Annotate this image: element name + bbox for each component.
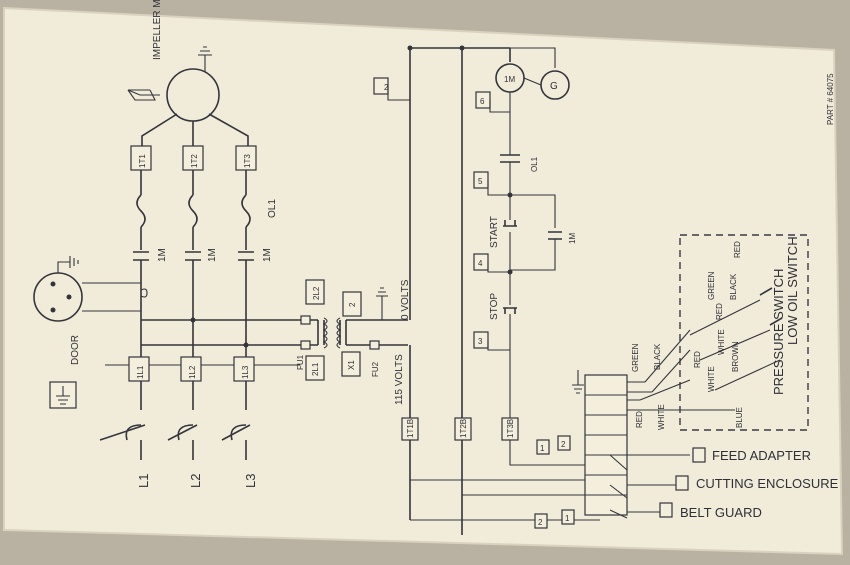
line-terminal-1L3: 1L3 (241, 365, 250, 379)
stop-label: STOP (489, 293, 500, 320)
sb-wire-green: GREEN (707, 271, 716, 300)
belt-guard-label: BELT GUARD (680, 505, 762, 520)
pilot-label: G (550, 81, 558, 92)
disconnect-arcs (125, 424, 247, 441)
cutting-enclosure-label: CUTTING ENCLOSURE (696, 476, 839, 491)
door-ground-icon (57, 256, 79, 273)
overload-label: OL1 (267, 199, 278, 218)
tx-terminal-2: 2 (348, 302, 357, 307)
int-terminal-1a: 1 (540, 444, 545, 453)
int-terminal-2b: 2 (538, 518, 543, 527)
strip-wire-green: GREEN (631, 343, 640, 372)
ground-icon (56, 386, 70, 405)
oil-pressure-switch-box: LOW OIL SWITCH PRESSURE SWITCH RED GREEN… (679, 234, 809, 431)
strip-wire-black: BLACK (653, 343, 662, 370)
belt-guard-switch (659, 502, 673, 518)
sb-wire-red: RED (693, 351, 702, 368)
terminal-strip (572, 370, 690, 519)
motor-label-1: IMPELLER MOTOR (152, 0, 163, 60)
overload-heater-3 (241, 194, 251, 228)
fuse-label-FU1: FU1 (296, 354, 305, 370)
wire-tag-2: 2 (384, 83, 389, 92)
line-label-L3: L3 (243, 474, 258, 488)
int-terminal-1b: 1 (565, 514, 570, 523)
sb-wire-white: WHITE (707, 366, 716, 392)
aux-label: 1M (568, 233, 577, 244)
contactor-label-2: 1M (207, 248, 218, 262)
lead-tag-1T1: 1T1 (138, 154, 147, 168)
door-label: DOOR (70, 335, 81, 365)
contactor-label-3: 1M (262, 248, 273, 262)
bottom-tag-2: 1T2B (459, 419, 468, 438)
sb-wire-white-2: WHITE (717, 329, 726, 355)
low-oil-label: LOW OIL SWITCH (785, 236, 800, 345)
control-transformer: 2L2 2L1 2 X1 FU1 FU2 0 VOLTS 115 VOLTS (296, 279, 411, 405)
tx-terminal-2L2: 2L2 (312, 286, 321, 300)
sb-wire-black: BLACK (729, 273, 738, 300)
volts-low-label: 0 VOLTS (400, 279, 411, 320)
overload-heater-1 (136, 194, 146, 228)
motor-ground-icon (198, 46, 212, 72)
line-terminal-1L1: 1L1 (136, 365, 145, 379)
sb-wire-red-2: RED (733, 241, 742, 258)
bottom-tag-3: 1T3B (506, 419, 515, 438)
strip-ground-icon (572, 370, 584, 394)
start-label: START (489, 216, 500, 248)
contactor-label-1: 1M (157, 248, 168, 262)
wire-tag-5: 5 (478, 177, 483, 186)
diagram-panel (3, 6, 844, 556)
bottom-tag-1: 1T1B (406, 419, 415, 438)
tx-terminal-X1: X1 (347, 360, 356, 370)
strip-wire-red: RED (635, 411, 644, 428)
transformer-ground-icon (376, 287, 388, 320)
start-button (503, 220, 517, 227)
wire-tag-3: 3 (478, 337, 483, 346)
strip-wire-white: WHITE (657, 404, 666, 430)
int-terminal-2a: 2 (561, 440, 566, 449)
coil-label: 1M (504, 75, 515, 84)
control-overload-label: OL1 (530, 156, 539, 172)
sb-wire-red-3: RED (715, 303, 724, 320)
sb-wire-brown: BROWN (731, 341, 740, 372)
volts-high-label: 115 VOLTS (394, 354, 405, 405)
sb-wire-blue: BLUE (735, 407, 744, 428)
feed-adapter-switch (692, 447, 706, 463)
line-terminal-1L2: 1L2 (188, 365, 197, 379)
pressure-label: PRESSURE SWITCH (771, 269, 786, 395)
stop-button (503, 307, 517, 314)
tx-terminal-2L1: 2L1 (311, 362, 320, 376)
feed-adapter-label: FEED ADAPTER (712, 448, 811, 463)
line-label-L2: L2 (188, 474, 203, 488)
door-switch: DOOR (33, 256, 148, 365)
line-label-L1: L1 (136, 474, 151, 488)
overload-heater-2 (188, 194, 198, 228)
wire-tag-6: 6 (480, 97, 485, 106)
wire-tag-4: 4 (478, 259, 483, 268)
lead-tag-1T2: 1T2 (190, 154, 199, 168)
lead-tag-1T3: 1T3 (243, 154, 252, 168)
fuse-label-FU2: FU2 (371, 361, 380, 377)
cutting-enclosure-switch (675, 475, 689, 491)
part-number: PART # 64075 (826, 73, 835, 125)
